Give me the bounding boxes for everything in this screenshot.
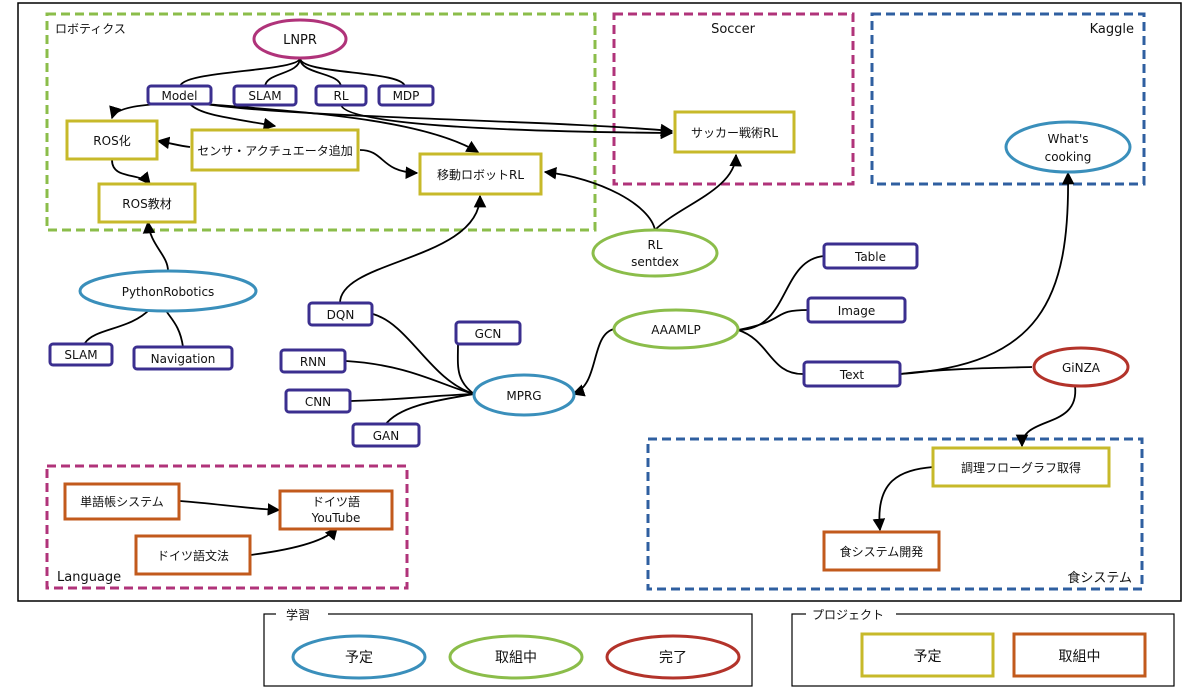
node-rl-sentdex: RL sentdex	[591, 228, 719, 278]
svg-text:MPRG: MPRG	[506, 389, 541, 403]
svg-text:単語帳システム: 単語帳システム	[80, 494, 164, 509]
svg-text:cooking: cooking	[1045, 150, 1092, 164]
node-image: Image	[806, 296, 907, 324]
node-tango: 単語帳システム	[63, 482, 181, 521]
node-model: Model	[146, 84, 213, 106]
node-flowgraph: 調理フローグラフ取得	[931, 446, 1111, 488]
svg-text:予定: 予定	[914, 649, 942, 665]
node-rnn: RNN	[279, 348, 347, 374]
svg-text:GAN: GAN	[373, 429, 399, 443]
group-robotics: ロボティクス	[45, 12, 597, 232]
legend-project-in-progress: 取組中	[1012, 632, 1147, 678]
node-cnn: CNN	[284, 388, 352, 414]
node-navigation: Navigation	[132, 345, 234, 371]
legend-project-title: プロジェクト	[812, 608, 884, 622]
svg-text:What's: What's	[1047, 132, 1088, 146]
svg-text:MDP: MDP	[393, 89, 420, 103]
svg-text:予定: 予定	[345, 650, 373, 666]
svg-text:取組中: 取組中	[1059, 649, 1101, 665]
legend-learning: 学習 予定 取組中 完了	[263, 606, 753, 687]
svg-text:RL: RL	[333, 89, 348, 103]
node-soccer-rl: サッカー戦術RL	[673, 110, 796, 154]
group-food-label: 食システム	[1067, 570, 1132, 586]
group-soccer: Soccer	[612, 12, 855, 186]
node-doitsu-bunpo: ドイツ語文法	[134, 534, 252, 576]
svg-text:ドイツ語: ドイツ語	[312, 494, 360, 509]
svg-text:サッカー戦術RL: サッカー戦術RL	[691, 126, 778, 140]
group-soccer-label: Soccer	[711, 22, 755, 37]
node-mdp: MDP	[377, 84, 435, 107]
svg-text:ROS化: ROS化	[93, 134, 130, 148]
node-idou-robot-rl: 移動ロボットRL	[418, 152, 543, 196]
svg-text:取組中: 取組中	[495, 650, 537, 666]
node-lnpr: LNPR	[252, 18, 348, 60]
node-aaamlp: AAAMLP	[612, 308, 740, 350]
node-whats-cooking: What's cooking	[1004, 120, 1132, 174]
svg-text:SLAM: SLAM	[64, 348, 97, 362]
svg-text:Image: Image	[838, 304, 876, 318]
svg-text:Navigation: Navigation	[151, 352, 216, 366]
node-doitsu-youtube: ドイツ語 YouTube	[278, 489, 394, 531]
svg-text:食システム開発: 食システム開発	[840, 544, 924, 559]
legend-completed: 完了	[605, 634, 741, 680]
svg-text:完了: 完了	[659, 650, 687, 666]
node-mprg: MPRG	[472, 373, 576, 417]
svg-text:YouTube: YouTube	[311, 511, 361, 525]
svg-text:RNN: RNN	[300, 355, 326, 369]
legend-project: プロジェクト 予定 取組中	[791, 606, 1175, 687]
legend-project-planned: 予定	[860, 632, 995, 678]
svg-text:センサ・アクチュエータ追加: センサ・アクチュエータ追加	[197, 143, 352, 158]
node-slam-top: SLAM	[232, 84, 298, 107]
node-ros-ka: ROS化	[65, 119, 159, 161]
svg-text:GCN: GCN	[475, 327, 502, 341]
node-rl: RL	[314, 84, 368, 107]
svg-text:Table: Table	[854, 250, 886, 264]
node-python-robotics: PythonRobotics	[78, 269, 258, 313]
svg-text:LNPR: LNPR	[283, 33, 317, 48]
node-dqn: DQN	[307, 301, 374, 327]
node-ros-kyozai: ROS教材	[97, 182, 197, 224]
group-kaggle-label: Kaggle	[1090, 22, 1134, 37]
svg-text:SLAM: SLAM	[248, 89, 281, 103]
node-slam-bottom: SLAM	[48, 342, 114, 367]
svg-text:CNN: CNN	[305, 395, 331, 409]
legend-planned: 予定	[291, 634, 427, 680]
node-text: Text	[802, 360, 902, 388]
node-ginza: GiNZA	[1032, 346, 1130, 388]
svg-text:ドイツ語文法: ドイツ語文法	[157, 548, 229, 563]
node-table: Table	[822, 242, 919, 270]
legend-in-progress: 取組中	[448, 634, 584, 680]
svg-text:Model: Model	[161, 89, 197, 103]
svg-text:AAAMLP: AAAMLP	[651, 323, 701, 337]
group-robotics-label: ロボティクス	[55, 22, 126, 36]
node-sensor: センサ・アクチュエータ追加	[190, 128, 360, 172]
group-language-label: Language	[57, 570, 121, 585]
svg-text:RL: RL	[647, 238, 662, 252]
group-language: Language	[45, 464, 409, 590]
svg-text:移動ロボットRL: 移動ロボットRL	[437, 168, 524, 182]
legend-learning-title: 学習	[286, 607, 310, 622]
svg-text:PythonRobotics: PythonRobotics	[122, 285, 215, 299]
svg-text:sentdex: sentdex	[631, 255, 679, 269]
svg-text:ROS教材: ROS教材	[122, 196, 171, 211]
group-kaggle: Kaggle	[870, 12, 1146, 186]
svg-text:Text: Text	[839, 368, 865, 382]
node-shoku-kaihatsu: 食システム開発	[822, 530, 941, 572]
node-gcn: GCN	[454, 320, 522, 346]
node-gan: GAN	[351, 422, 421, 448]
svg-text:GiNZA: GiNZA	[1062, 361, 1101, 375]
svg-text:調理フローグラフ取得: 調理フローグラフ取得	[961, 460, 1081, 475]
connectors	[84, 57, 1076, 556]
group-food: 食システム	[646, 437, 1144, 591]
outer-frame	[17, 2, 1182, 602]
svg-text:DQN: DQN	[327, 308, 355, 322]
